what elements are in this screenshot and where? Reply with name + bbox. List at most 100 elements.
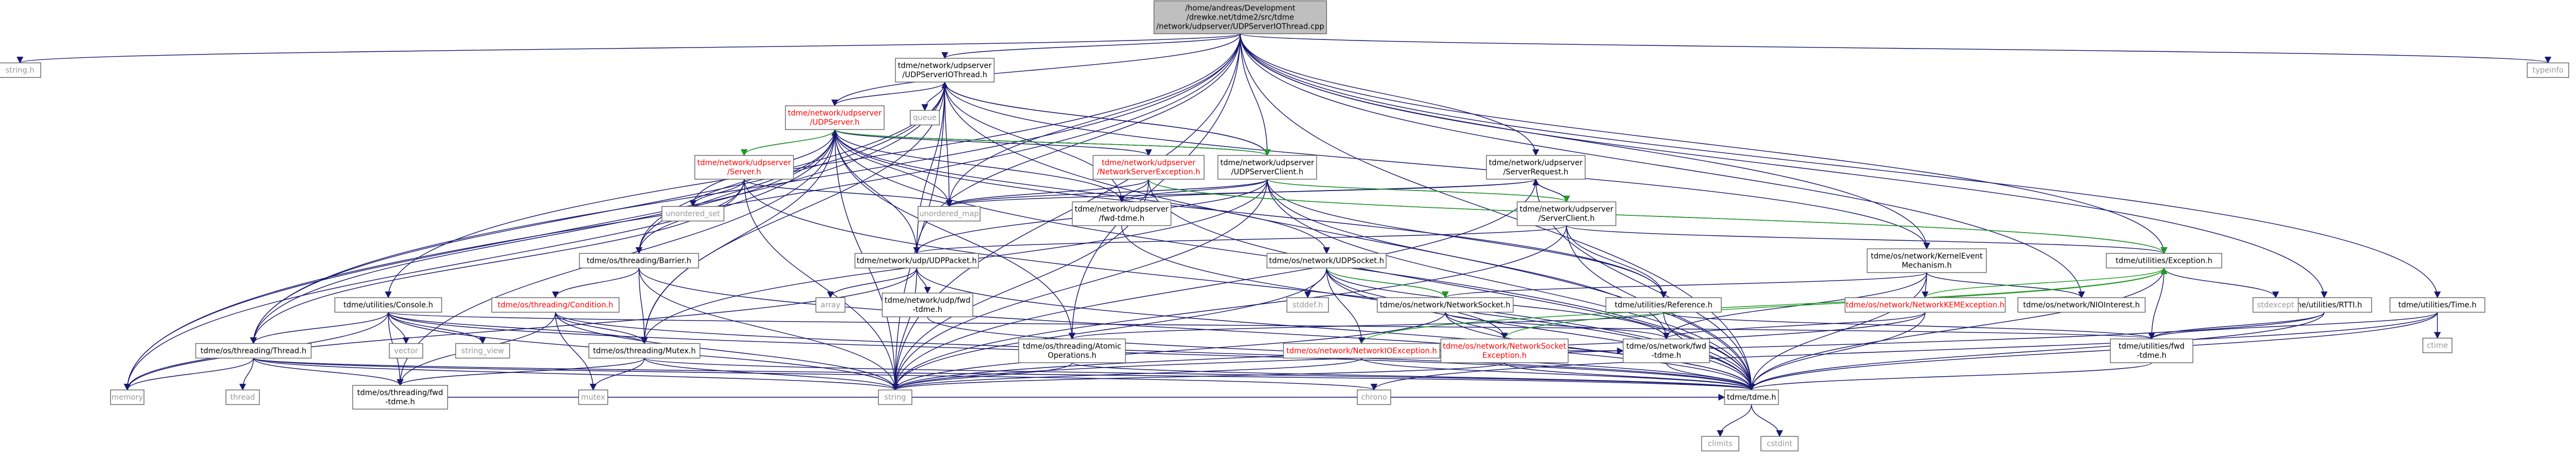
edge-exception_h-to-stdexcept: [2163, 268, 2279, 298]
node-condition-h[interactable]: tdme/os/threading/Condition.h: [491, 297, 620, 313]
edge-udppacket_h-to-udp_fwd: [916, 268, 931, 294]
edge-networksocket_h-to-string: [891, 312, 1446, 391]
node-threading-fwd[interactable]: tdme/os/threading/fwd-tdme.h: [352, 385, 448, 410]
edge-udpserveriothread_h-to-memory: [123, 81, 945, 391]
edge-kernelevent_h-to-networksocket_h: [1442, 272, 1927, 298]
edge-exception_h-to-utilities_fwd: [2148, 268, 2165, 340]
node-thread-h[interactable]: tdme/os/threading/Thread.h: [195, 343, 312, 359]
node-label-line: /network/udpserver/UDPServerIOThread.cpp: [1156, 23, 1324, 31]
node-stdexcept: stdexcept: [2252, 297, 2299, 313]
node-serverrequest-h[interactable]: tdme/network/udpserver/ServerRequest.h: [1486, 155, 1586, 180]
edge-mutex_h-to-string: [644, 358, 899, 391]
node-label-line: tdme/utilities/Reference.h: [1615, 301, 1712, 310]
node-label-line: unordered_map: [919, 210, 979, 219]
node-box: [854, 253, 979, 269]
node-osnetwork-fwd[interactable]: tdme/os/network/fwd-tdme.h: [1623, 338, 1710, 363]
node-console-h[interactable]: tdme/utilities/Console.h: [334, 297, 442, 313]
node-udpserveriothread-h[interactable]: tdme/network/udpserver/UDPServerIOThread…: [895, 58, 995, 83]
node-box: [2106, 253, 2222, 269]
edge-root-to-string: [891, 33, 1241, 391]
node-utilities-fwd[interactable]: tdme/utilities/fwd-tdme.h: [2110, 338, 2194, 363]
node-label-line: tdme/os/network/NetworkKEMException.h: [1846, 301, 2004, 310]
edge-barrier_h-to-mutex_h: [638, 268, 648, 344]
node-tdme-h[interactable]: tdme/tdme.h: [1724, 389, 1779, 405]
node-label-line: tdme/os/network/NetworkIOException.h: [1286, 347, 1437, 356]
node-label-line: tdme/os/network/UDPSocket.h: [1269, 257, 1384, 266]
edge-barrier_h-to-condition_h: [552, 268, 640, 298]
node-label-line: /Server.h: [727, 168, 761, 176]
edge-condition_h-to-string: [555, 312, 899, 391]
node-label-line: Operations.h: [1048, 351, 1096, 360]
edge-console_h-to-string_view: [388, 312, 486, 344]
node-exception-h[interactable]: tdme/utilities/Exception.h: [2106, 253, 2222, 269]
edge-udpsocket_h-to-networkioexception_h: [1326, 268, 1365, 344]
node-box: [1701, 436, 1740, 452]
node-udp-fwd[interactable]: tdme/network/udp/fwd-tdme.h: [882, 293, 973, 317]
node-mutex-h[interactable]: tdme/os/threading/Mutex.h: [588, 343, 700, 359]
node-label-line: tdme/os/threading/fwd: [357, 389, 443, 397]
node-label-line: ctime: [2427, 342, 2448, 350]
node-label-line: tdme/network/udpserver: [697, 159, 791, 167]
node-cstdint: cstdint: [1760, 436, 1799, 452]
node-label-line: Mechanism.h: [1902, 261, 1952, 270]
node-box: [225, 389, 260, 405]
node-udpsocket-h[interactable]: tdme/os/network/UDPSocket.h: [1266, 253, 1387, 269]
edge-server_h-to-string: [744, 179, 899, 391]
edge-udpserveriothread_h-to-thread_h: [250, 81, 945, 344]
node-server-h[interactable]: tdme/network/udpserver/Server.h: [694, 155, 794, 180]
node-networkkemexception-h[interactable]: tdme/os/network/NetworkKEMException.h: [1844, 297, 2006, 313]
node-label-line: /drewke.net/tdme2/src/tdme: [1186, 13, 1294, 22]
node-barrier-h[interactable]: tdme/os/threading/Barrier.h: [579, 253, 699, 269]
node-typeinfo: typeinfo: [2526, 62, 2570, 78]
node-label-line: mutex: [581, 393, 606, 402]
edge-root-to-tdme_h: [1240, 33, 1755, 391]
node-box: [1623, 338, 1710, 363]
node-networkserverexception-h[interactable]: tdme/network/udpserver/NetworkServerExce…: [1093, 155, 1205, 180]
node-serverclient-h[interactable]: tdme/network/udpserver/ServerClient.h: [1516, 201, 1617, 226]
node-box: [491, 297, 620, 313]
node-label-line: tdme/network/udpserver: [898, 62, 992, 70]
node-box: [110, 389, 145, 405]
edge-udpsocket_h-to-networksocket_h: [1326, 268, 1449, 298]
node-label-line: /home/andreas/Development: [1185, 4, 1296, 13]
node-layer: /home/andreas/Development/drewke.net/tdm…: [0, 0, 2570, 452]
node-networksocket-h[interactable]: tdme/os/network/NetworkSocket.h: [1377, 297, 1514, 313]
node-label-line: tdme/network/udp/UDPPacket.h: [857, 257, 977, 266]
edge-networkserverexception_h-to-unordered_map: [945, 179, 1149, 207]
node-time-h[interactable]: tdme/utilities/Time.h: [2389, 297, 2485, 313]
node-udpserverclient-h[interactable]: tdme/network/udpserver/UDPServerClient.h: [1217, 155, 1317, 180]
node-climits: climits: [1701, 436, 1740, 452]
edge-condition_h-to-tdme_h: [555, 312, 1755, 391]
node-array: array: [815, 297, 846, 313]
edge-udpserver_h-to-unordered_map: [834, 129, 953, 207]
edge-root-to-time_h: [1240, 33, 2441, 298]
node-box: [2110, 338, 2194, 363]
node-box: [882, 293, 973, 317]
node-udpserver-fwd[interactable]: tdme/network/udpserver/fwd-tdme.h: [1071, 201, 1172, 226]
node-box: [1516, 201, 1617, 226]
node-label-line: tdme/utilities/Exception.h: [2115, 257, 2213, 266]
node-nioint-h[interactable]: tdme/os/network/NIOInterest.h: [2017, 297, 2146, 313]
node-box: [1071, 201, 1172, 226]
edge-udpserver_h-to-udpserverclient_h: [834, 129, 1270, 157]
node-box: [1018, 338, 1126, 363]
edge-condition_h-to-mutex_h: [555, 312, 648, 344]
node-label-line: tdme/os/threading/Barrier.h: [587, 257, 691, 266]
node-label-line: /UDPServerClient.h: [1231, 168, 1303, 176]
edge-networkioexception_h-to-exception_h: [1361, 267, 2168, 344]
edge-udpserver_h-to-atomic_h: [834, 129, 1076, 340]
node-label-line: chrono: [1361, 393, 1387, 402]
edge-root-to-exception_h: [1240, 33, 2168, 254]
node-label-line: /ServerRequest.h: [1503, 168, 1569, 176]
node-udpserver-h[interactable]: tdme/network/udpserver/UDPServer.h: [785, 105, 885, 130]
edge-serverclient_h-to-string: [891, 225, 1567, 391]
node-udppacket-h[interactable]: tdme/network/udp/UDPPacket.h: [854, 253, 979, 269]
node-label-line: string: [884, 393, 906, 402]
node-label-line: tdme/os/network/KernelEvent: [1871, 252, 1983, 261]
node-networkioexception-h[interactable]: tdme/os/network/NetworkIOException.h: [1283, 343, 1440, 359]
node-box: [1605, 297, 1722, 313]
node-reference-h[interactable]: tdme/utilities/Reference.h: [1605, 297, 1722, 313]
